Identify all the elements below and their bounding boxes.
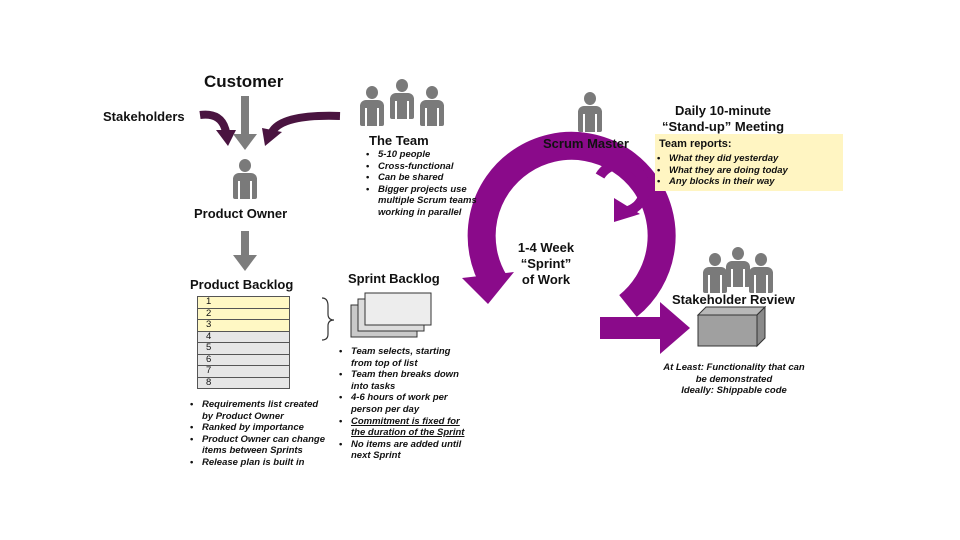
scrum-master-label: Scrum Master xyxy=(543,136,629,151)
stakeholder-arrow-right-head xyxy=(262,128,282,146)
person-icon xyxy=(578,92,602,132)
curly-brace-icon xyxy=(321,297,335,341)
list-item: Bigger projects use multiple Scrum teams… xyxy=(366,184,491,219)
sprint-backlog-title: Sprint Backlog xyxy=(348,271,440,286)
sprint-line-1: 1-4 Week xyxy=(517,240,575,255)
product-backlog-title: Product Backlog xyxy=(190,277,294,292)
list-item: Commitment is fixed for the duration of … xyxy=(339,416,467,439)
stakeholder-arrow-left-head xyxy=(216,130,236,146)
customer-arrow-head xyxy=(233,134,257,150)
backlog-row: 2 xyxy=(197,307,290,320)
stakeholder-review-title: Stakeholder Review xyxy=(672,292,795,307)
product-backlog-bullets: Requirements list created by Product Own… xyxy=(190,399,330,469)
review-ideally: Ideally: Shippable code xyxy=(681,385,787,396)
team-icon xyxy=(390,79,414,119)
team-icon xyxy=(749,253,773,293)
standup-bullets: What they did yesterday What they are do… xyxy=(657,153,841,188)
standup-reports-title: Team reports: xyxy=(659,138,732,150)
standup-title-line-1: Daily 10-minute xyxy=(674,103,772,118)
backlog-row: 7 xyxy=(197,365,290,378)
product-owner-label: Product Owner xyxy=(194,206,288,221)
list-item: 5-10 people xyxy=(366,149,491,161)
sprint-cycle-label: 1-4 Week “Sprint” of Work xyxy=(508,240,584,288)
sprint-line-3: of Work xyxy=(521,272,571,287)
backlog-row: 1 xyxy=(197,296,290,309)
stakeholders-label: Stakeholders xyxy=(103,109,185,124)
list-item: Requirements list created by Product Own… xyxy=(190,399,330,422)
team-icon xyxy=(360,86,384,126)
sprint-cycle-arrow xyxy=(467,131,676,317)
team-icon xyxy=(726,247,750,287)
box-icon xyxy=(696,306,767,316)
review-arrow-head xyxy=(660,302,690,354)
review-at-least: At Least: Functionality that can be demo… xyxy=(663,362,805,385)
customer-label: Customer xyxy=(204,72,284,91)
list-item: What they are doing today xyxy=(657,165,841,177)
stakeholder-review-notes: At Least: Functionality that can be demo… xyxy=(660,362,808,397)
backlog-row: 5 xyxy=(197,342,290,355)
list-item: Can be shared xyxy=(366,172,491,184)
list-item: Any blocks in their way xyxy=(657,176,841,188)
list-item: 4-6 hours of work per person per day xyxy=(339,392,467,415)
team-title: The Team xyxy=(369,133,429,148)
stakeholder-arrow-right xyxy=(268,111,341,135)
standup-title-line-2: “Stand-up” Meeting xyxy=(661,119,785,134)
standup-note: Team reports: What they did yesterday Wh… xyxy=(655,134,843,191)
product-backlog-table: 1 2 3 4 5 6 7 8 xyxy=(197,296,290,389)
list-item: No items are added until next Sprint xyxy=(339,439,467,462)
stakeholder-arrow-left xyxy=(199,110,230,134)
team-bullets: 5-10 people Cross-functional Can be shar… xyxy=(366,149,491,219)
list-item: What they did yesterday xyxy=(657,153,841,165)
backlog-row: 3 xyxy=(197,319,290,332)
list-item: Release plan is built in xyxy=(190,457,330,469)
team-icon xyxy=(703,253,727,293)
standup-title: Daily 10-minute “Stand-up” Meeting xyxy=(648,103,798,135)
team-icon xyxy=(420,86,444,126)
list-item: Team then breaks down into tasks xyxy=(339,369,467,392)
sprint-line-2: “Sprint” xyxy=(520,256,572,271)
backlog-row: 8 xyxy=(197,376,290,389)
list-item: Cross-functional xyxy=(366,161,491,173)
daily-loop-arrow xyxy=(595,159,650,217)
sprint-backlog-bullets: Team selects, starting from top of list … xyxy=(339,346,467,462)
backlog-row: 4 xyxy=(197,330,290,343)
backlog-row: 6 xyxy=(197,353,290,366)
list-item: Ranked by importance xyxy=(190,422,330,434)
po-arrow-head xyxy=(233,255,257,271)
list-item: Team selects, starting from top of list xyxy=(339,346,467,369)
list-item: Product Owner can change items between S… xyxy=(190,434,330,457)
person-icon xyxy=(233,159,257,199)
